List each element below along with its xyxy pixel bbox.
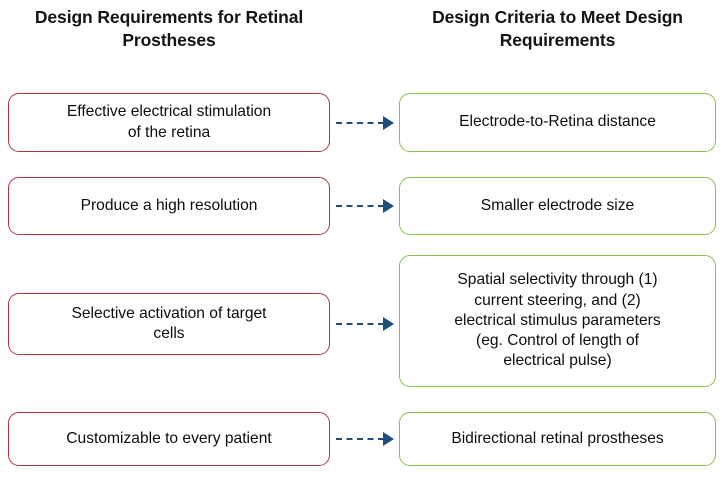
connector-arrow-4 [336, 432, 396, 446]
requirement-box-1-label: Effective electrical stimulation of the … [66, 103, 272, 141]
connector-arrow-4-head [383, 432, 394, 446]
connector-arrow-3-head [383, 317, 394, 331]
connector-arrow-3-line [336, 323, 384, 325]
criteria-box-2[interactable]: Smaller electrode size [399, 177, 716, 235]
connector-arrow-2-head [383, 199, 394, 213]
connector-arrow-3 [336, 317, 396, 331]
column-heading-criteria: Design Criteria to Meet Design Requireme… [432, 7, 683, 51]
criteria-box-3[interactable]: Spatial selectivity through (1) current … [399, 255, 716, 387]
requirement-box-2-label: Produce a high resolution [80, 196, 258, 214]
column-heading-requirements: Design Requirements for Retinal Prosthes… [34, 7, 304, 51]
requirement-box-3-label: Selective activation of target cells [71, 304, 267, 342]
connector-arrow-1-head [383, 116, 394, 130]
connector-arrow-2 [336, 199, 396, 213]
criteria-box-4-label: Bidirectional retinal prostheses [451, 429, 664, 447]
requirement-box-3[interactable]: Selective activation of target cells [8, 293, 330, 355]
criteria-box-2-label: Smaller electrode size [480, 196, 635, 214]
requirement-box-4[interactable]: Customizable to every patient [8, 412, 330, 466]
connector-arrow-1 [336, 116, 396, 130]
connector-arrow-4-line [336, 438, 384, 440]
criteria-box-1[interactable]: Electrode-to-Retina distance [399, 93, 716, 152]
criteria-box-1-label: Electrode-to-Retina distance [459, 113, 656, 131]
requirement-box-2[interactable]: Produce a high resolution [8, 177, 330, 235]
connector-arrow-1-line [336, 122, 384, 124]
connector-arrow-2-line [336, 205, 384, 207]
criteria-box-3-label: Spatial selectivity through (1) current … [454, 271, 661, 370]
criteria-box-4[interactable]: Bidirectional retinal prostheses [399, 412, 716, 466]
requirement-box-1[interactable]: Effective electrical stimulation of the … [8, 93, 330, 152]
requirement-box-4-label: Customizable to every patient [66, 429, 272, 447]
